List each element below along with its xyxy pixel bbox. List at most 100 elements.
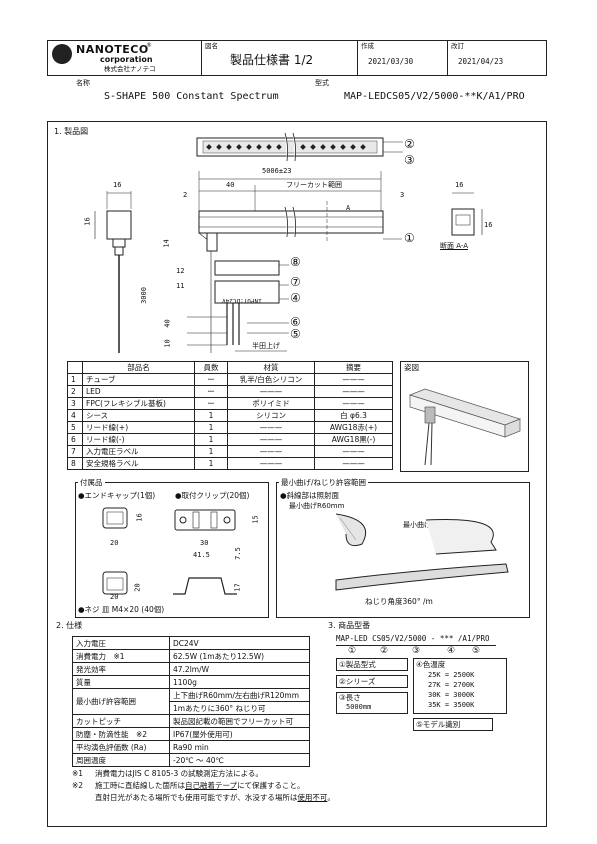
title-divider-1 bbox=[201, 40, 202, 76]
callout-8: ⑧ bbox=[290, 255, 301, 269]
temp-27k: 27K = 2700K bbox=[428, 681, 475, 689]
section-drawing-title: 1. 製品図 bbox=[54, 127, 89, 136]
parts-header-note: 摘要 bbox=[314, 361, 393, 374]
revised-date: 2021/04/23 bbox=[458, 57, 504, 66]
dim-16-cap-h: 16 bbox=[83, 217, 92, 226]
callout-7: ⑦ bbox=[290, 275, 301, 289]
model-mark-1: ① bbox=[348, 646, 357, 656]
doc-title: 製品仕様書 1/2 bbox=[230, 53, 314, 67]
dim-12: 12 bbox=[176, 267, 185, 275]
model-c5-box bbox=[413, 718, 493, 731]
callout-6: ⑥ bbox=[290, 315, 301, 329]
brand-logo-icon bbox=[52, 44, 72, 64]
accessories-title: 付属品 bbox=[78, 478, 105, 487]
drawing-frame bbox=[47, 121, 547, 827]
clip-dim-41-5: 41.5 bbox=[193, 551, 210, 559]
brand-jp: 株式会社ナノテコ bbox=[104, 65, 156, 73]
model-code: MAP-LEDCS05/V2/5000-**K/A1/PRO bbox=[344, 91, 525, 102]
model-mark-5: ⑤ bbox=[472, 646, 481, 656]
model-mark-2: ② bbox=[380, 646, 389, 656]
bend-drawings bbox=[335, 513, 509, 591]
created-label: 作成 bbox=[361, 42, 374, 50]
bend-twist-label: ねじり角度360° /m bbox=[365, 597, 433, 606]
dim-16-section-w: 16 bbox=[455, 181, 464, 189]
endcap-dim-20c: 20 bbox=[110, 593, 119, 601]
table-row: 最小曲げ許容範囲上下曲げR60mm/左右曲げR120mm bbox=[72, 688, 310, 715]
revised-label: 改訂 bbox=[451, 42, 464, 50]
model-title: 3. 商品型番 bbox=[328, 621, 371, 630]
note-1: 消費電力はJIS C 8105-3 の試験測定方法による。 bbox=[95, 769, 263, 778]
callout-2: ② bbox=[404, 137, 415, 151]
dim-16-section-h: 16 bbox=[484, 221, 493, 229]
callout-5: ⑤ bbox=[290, 327, 301, 341]
product-name: S-SHAPE 500 Constant Spectrum bbox=[104, 91, 279, 102]
model-c3-value: 5000mm bbox=[346, 703, 372, 711]
temp-35k: 35K = 3500K bbox=[428, 701, 475, 709]
clip-dim-30: 30 bbox=[200, 539, 209, 547]
note-1-mark: ※1 bbox=[72, 769, 84, 778]
note-3: 直射日光があたる場所でも使用可能ですが、水没する場所は使用不可。 bbox=[95, 793, 335, 802]
brand-sub: corporation bbox=[100, 55, 153, 64]
accessory-drawings bbox=[102, 507, 237, 595]
table-row: 周囲温度-20℃ ～ 40℃ bbox=[72, 753, 310, 767]
zumei-label: 図名 bbox=[205, 42, 218, 50]
model-code-underline bbox=[336, 645, 496, 646]
parts-header-mat: 材質 bbox=[227, 361, 315, 374]
dim-10: 10 bbox=[163, 339, 172, 348]
solder-label: 半田上げ bbox=[252, 342, 280, 350]
title-block bbox=[47, 40, 547, 76]
title-divider-3 bbox=[447, 40, 448, 76]
callout-3: ③ bbox=[404, 153, 415, 167]
parts-header-qty: 員数 bbox=[194, 361, 228, 374]
section-label: 断面 A-A bbox=[440, 242, 469, 250]
title-divider-2 bbox=[357, 40, 358, 76]
bend-box bbox=[276, 482, 530, 618]
endcap-dim-20a: 20 bbox=[110, 539, 119, 547]
view-figure-label: 姿図 bbox=[404, 363, 419, 372]
dim-2: 2 bbox=[183, 191, 188, 199]
callout-4: ④ bbox=[290, 291, 301, 305]
table-row: カットピッチ製品図記載の範囲でフリーカット可 bbox=[72, 714, 310, 728]
callout-1: ① bbox=[404, 231, 415, 245]
note-2-mark: ※2 bbox=[72, 781, 84, 790]
product-illustration bbox=[408, 388, 522, 466]
clip-dim-15: 15 bbox=[251, 515, 260, 524]
created-date: 2021/03/30 bbox=[368, 57, 414, 66]
spec-title: 2. 仕様 bbox=[56, 621, 83, 630]
dim-16-left: 16 bbox=[113, 181, 122, 189]
section-mark-a: A bbox=[346, 204, 351, 212]
dim-14: 14 bbox=[162, 239, 171, 248]
dim-11: 11 bbox=[176, 282, 185, 290]
dim-total: 5006±23 bbox=[262, 167, 292, 175]
view-figure-box bbox=[400, 361, 529, 472]
accessories-box bbox=[75, 482, 269, 618]
model-c4: ④色温度 bbox=[416, 660, 446, 669]
model-c2-box bbox=[336, 675, 408, 688]
model-mark-3: ③ bbox=[412, 646, 421, 656]
model-c3: ③長さ bbox=[339, 693, 361, 702]
clip-dim-17: 17 bbox=[233, 583, 242, 592]
strip-side-view bbox=[198, 210, 384, 234]
model-c4-box bbox=[413, 658, 507, 714]
dim-3000: 3000 bbox=[139, 287, 148, 304]
endcap-label: ●エンドキャップ(1個) bbox=[78, 491, 156, 500]
product-drawing bbox=[94, 132, 483, 353]
model-c1: ①製品型式 bbox=[339, 660, 376, 669]
model-c1-box bbox=[336, 658, 408, 671]
model-c3-box bbox=[336, 692, 408, 714]
clip-hole-left bbox=[179, 516, 187, 524]
clip-label: ●取付クリップ(20個) bbox=[175, 491, 250, 500]
model-label: 型式 bbox=[315, 79, 329, 87]
